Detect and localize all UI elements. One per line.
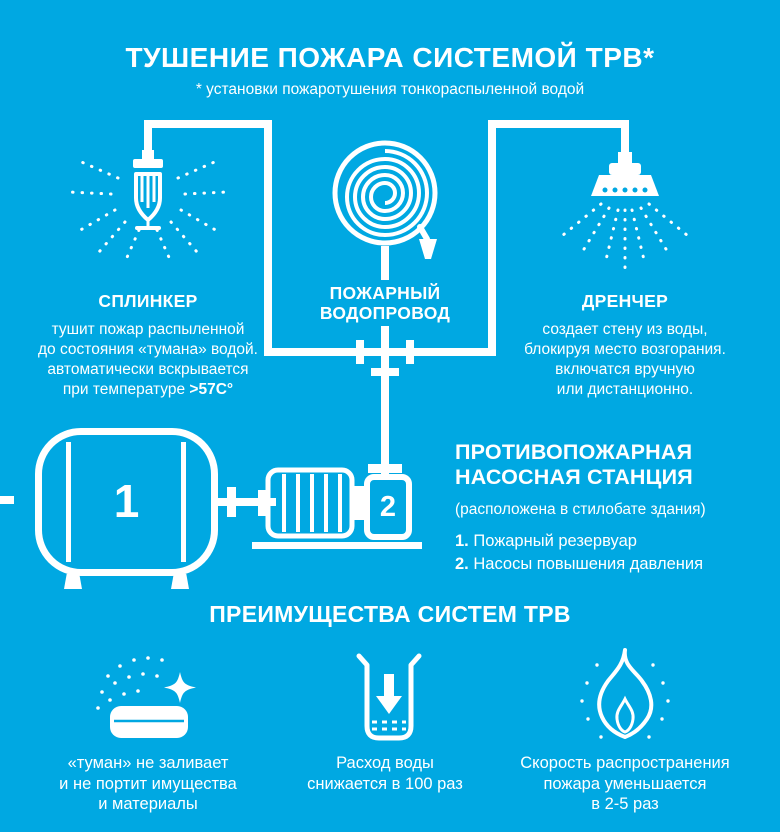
- pipe-hose-drop-lower: [381, 326, 389, 348]
- drencher-label: ДРЕНЧЕР: [581, 291, 669, 311]
- fire-hose-coil-icon: [332, 140, 438, 259]
- pipe-hose-drop-upper: [381, 246, 389, 280]
- spark-dots: [580, 663, 670, 739]
- text-line: Скорость распространения: [520, 754, 730, 772]
- legend-item-2: 2. Насосы повышения давления: [455, 555, 704, 573]
- pipe-top-right: [488, 120, 629, 128]
- valve-flange-left: [356, 340, 364, 364]
- benefit-caption-mist: «туман» не заливает и не портит имуществ…: [43, 753, 253, 815]
- pump-station-legend: 1. Пожарный резервуар 2. Насосы повышени…: [455, 530, 765, 576]
- pump-motor-icon: [258, 467, 366, 539]
- flame-icon: [580, 648, 670, 739]
- sparkle: [164, 672, 196, 703]
- text-line: ПРОТИВОПОЖАРНАЯ: [455, 440, 693, 464]
- pump-station-location: (расположена в стилобате здания): [455, 501, 706, 518]
- pipe-tank-inlet: [0, 496, 14, 504]
- mist-furniture-icon: [96, 656, 196, 738]
- mist-spray-dots: [67, 158, 229, 264]
- text-line: до состояния «тумана» водой.: [38, 341, 258, 358]
- text-line: при температуре >57C°: [62, 381, 234, 398]
- pipe-tank-to-pump: [214, 498, 276, 506]
- text-line: НАСОСНАЯ СТАНЦИЯ: [455, 465, 693, 489]
- drencher-holes: [602, 187, 648, 193]
- text-line: и не портит имущества: [59, 774, 237, 793]
- text-line: блокируя место возгорания.: [524, 341, 726, 358]
- pipe-pump-riser: [381, 356, 389, 478]
- tank-leg-right: [171, 574, 189, 589]
- pump-number-badge: 2: [364, 474, 412, 540]
- mist-dots: [96, 656, 164, 710]
- text-line: или дистанционно.: [556, 381, 694, 398]
- text-line: Расход воды: [336, 754, 434, 772]
- text-line: в 2-5 раз: [591, 795, 659, 813]
- pump-number: 2: [379, 490, 397, 523]
- text-line: снижается в 100 раз: [307, 774, 463, 793]
- pipe-right-downcomer: [488, 120, 496, 356]
- water-main-label: ПОЖАРНЫЙ ВОДОПРОВОД: [300, 283, 470, 323]
- water-spray-dots: [555, 202, 695, 270]
- pipe-drencher-riser: [621, 120, 629, 156]
- sprinkler-label: СПЛИНКЕР: [98, 291, 198, 311]
- text-line: и материалы: [98, 795, 198, 813]
- benefits-title: ПРЕИМУЩЕСТВА СИСТЕМ ТРВ: [209, 601, 571, 627]
- valve-flange-right: [406, 340, 414, 364]
- water-main-label-line2: ВОДОПРОВОД: [319, 303, 451, 323]
- text-line: автоматически вскрывается: [47, 361, 249, 378]
- page-title: ТУШЕНИЕ ПОЖАРА СИСТЕМОЙ ТРВ*: [125, 42, 655, 73]
- drencher-description: создает стену из воды, блокируя место во…: [500, 320, 750, 400]
- benefit-caption-water: Расход воды снижается в 100 раз: [280, 753, 490, 794]
- pump-station-title: ПРОТИВОПОЖАРНАЯ НАСОСНАЯ СТАНЦИЯ: [455, 440, 765, 490]
- text-line: создает стену из воды,: [542, 321, 708, 338]
- beaker-icon: [356, 653, 422, 741]
- drencher-icon: [555, 152, 695, 270]
- pipe-manifold: [264, 348, 496, 356]
- benefit-caption-spread: Скорость распространения пожара уменьшае…: [495, 753, 755, 815]
- tank-seam-left: [66, 442, 71, 562]
- sprinkler-icon: [67, 150, 229, 264]
- tank-leg-left: [64, 574, 82, 589]
- page-subtitle: * установки пожаротушения тонкораспыленн…: [195, 81, 585, 98]
- text-line: «туман» не заливает: [67, 754, 229, 772]
- pump-station-info: ПРОТИВОПОЖАРНАЯ НАСОСНАЯ СТАНЦИЯ (распол…: [455, 440, 765, 576]
- tank-outlet-flange: [227, 487, 236, 517]
- arrow-down-icon: [384, 674, 394, 698]
- pipe-left-downcomer: [264, 120, 272, 356]
- pump-head-flange: [368, 464, 402, 473]
- tank-seam-right: [181, 442, 186, 562]
- pump-base: [252, 542, 422, 549]
- text-line: включатся вручную: [555, 361, 695, 378]
- sprinkler-description: тушит пожар распыленной до состояния «ту…: [13, 320, 283, 400]
- text-line: пожара уменьшается: [543, 774, 707, 793]
- legend-item-1: 1. Пожарный резервуар: [455, 532, 637, 550]
- pipe-sprinkler-riser: [144, 120, 152, 156]
- text-line: тушит пожар распыленной: [51, 321, 245, 338]
- tank-number: 1: [113, 475, 140, 527]
- valve-collar: [371, 368, 399, 376]
- pipe-top-left: [144, 120, 272, 128]
- fire-reservoir-tank: [35, 428, 218, 576]
- water-main-label-line1: ПОЖАРНЫЙ: [329, 283, 441, 303]
